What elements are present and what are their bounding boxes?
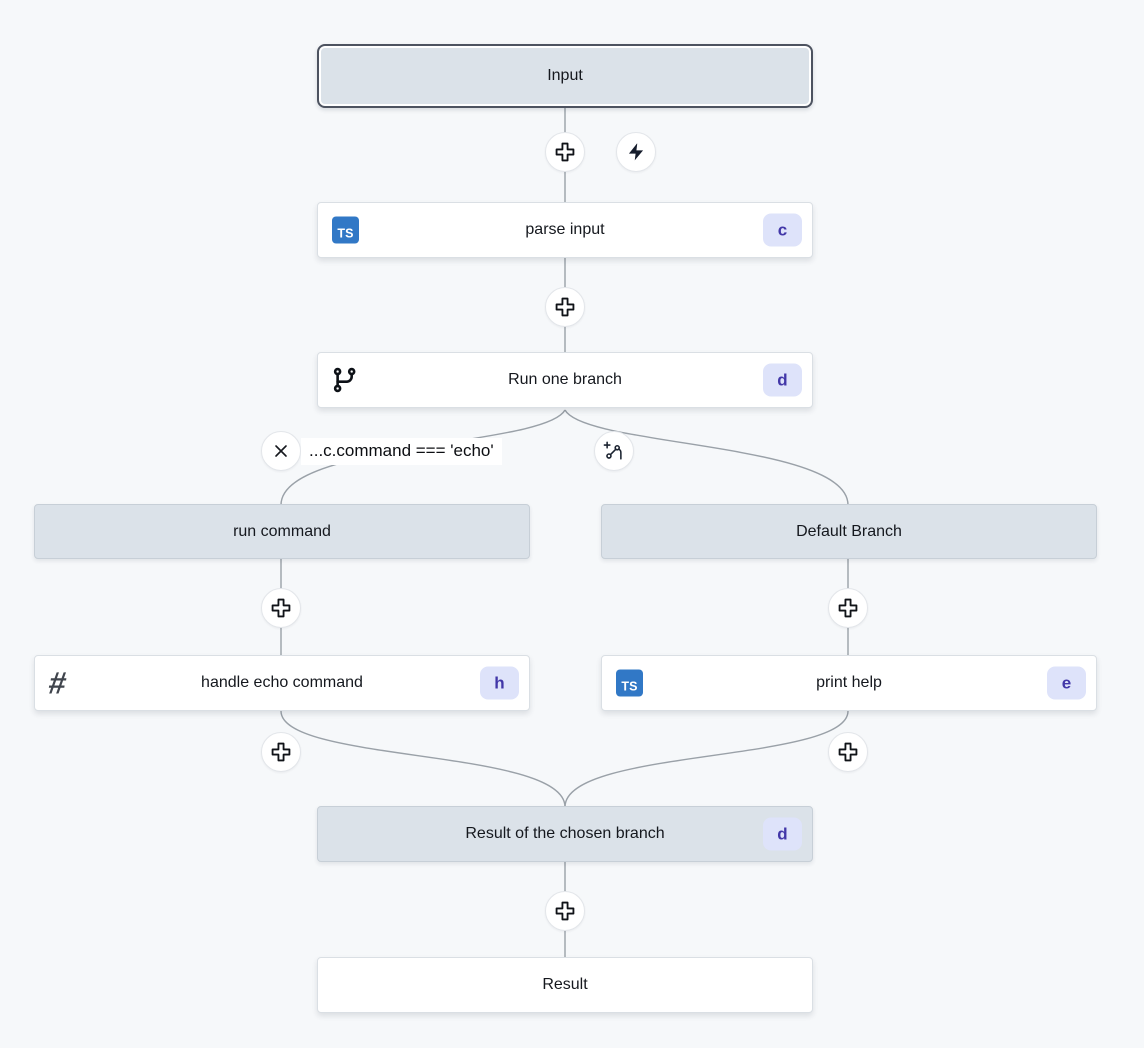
add-branch-icon [603, 441, 622, 460]
plus-icon [271, 598, 291, 618]
add-branch-button[interactable] [594, 431, 634, 471]
node-label: print help [816, 674, 882, 691]
node-input[interactable]: Input [317, 44, 813, 108]
node-label: run command [233, 522, 331, 540]
plus-icon [555, 142, 575, 162]
branch-header-run-command[interactable]: run command [34, 504, 530, 559]
lightning-bolt-icon [628, 143, 644, 161]
node-result-of-chosen-branch[interactable]: Result of the chosen branch d [317, 806, 813, 862]
plus-icon [555, 297, 575, 317]
trigger-button[interactable] [616, 132, 656, 172]
typescript-icon: TS [616, 669, 643, 697]
node-label: Result [542, 976, 588, 993]
add-step-button[interactable] [261, 732, 301, 772]
add-step-button[interactable] [828, 588, 868, 628]
close-icon [275, 445, 287, 457]
step-id-badge: c [763, 213, 802, 247]
bash-icon: # [46, 665, 69, 701]
plus-icon [271, 742, 291, 762]
node-label: Run one branch [508, 371, 622, 388]
node-parse-input[interactable]: TS parse input c [317, 202, 813, 258]
add-step-button[interactable] [828, 732, 868, 772]
node-print-help[interactable]: TS print help e [601, 655, 1097, 711]
node-label: handle echo command [201, 674, 363, 691]
connector-edge [564, 409, 849, 506]
add-step-button[interactable] [545, 132, 585, 172]
step-id-badge: h [480, 666, 519, 700]
node-label: Input [547, 67, 583, 84]
plus-icon [838, 598, 858, 618]
node-result[interactable]: Result [317, 957, 813, 1013]
node-label: Result of the chosen branch [465, 825, 665, 842]
connector-edge [280, 710, 566, 808]
add-step-button[interactable] [261, 588, 301, 628]
node-label: Default Branch [796, 522, 902, 540]
node-handle-echo-command[interactable]: # handle echo command h [34, 655, 530, 711]
branch-condition-label[interactable]: ...c.command === 'echo' [301, 438, 502, 465]
plus-icon [555, 901, 575, 921]
add-step-button[interactable] [545, 287, 585, 327]
node-label: parse input [525, 221, 605, 238]
plus-icon [838, 742, 858, 762]
connector-edge [564, 710, 849, 808]
step-id-badge: d [763, 817, 802, 851]
git-fork-icon [332, 367, 359, 394]
typescript-icon: TS [332, 216, 359, 244]
step-id-badge: d [763, 363, 802, 397]
node-run-one-branch[interactable]: Run one branch d [317, 352, 813, 408]
branch-header-default-branch[interactable]: Default Branch [601, 504, 1097, 559]
remove-branch-button[interactable] [261, 431, 301, 471]
add-step-button[interactable] [545, 891, 585, 931]
step-id-badge: e [1047, 666, 1086, 700]
